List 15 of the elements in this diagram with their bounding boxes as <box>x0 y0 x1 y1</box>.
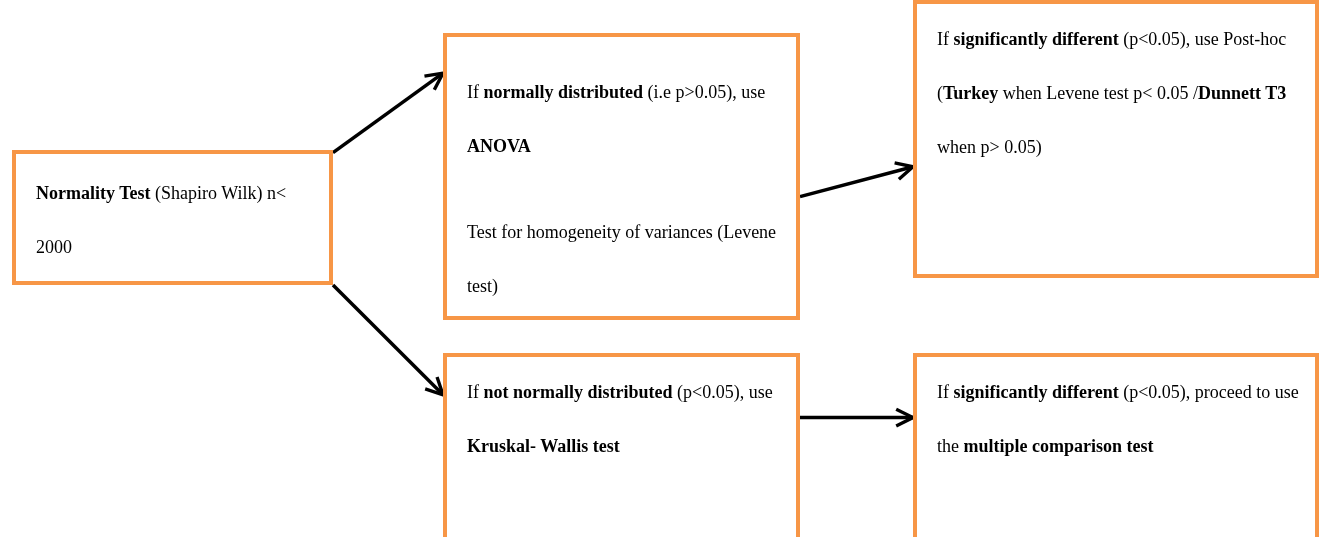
box-text: Normality Test (Shapiro Wilk) n< 2000 <box>36 182 288 259</box>
box-text: If significantly different (p<0.05), use Post-hoc (Turkey when Levene test p< 0.05 /Dunnett T3 when p> 0.05) <box>937 28 1288 159</box>
box-text: Test for homogeneity of variances (Levene test) <box>467 221 778 298</box>
process-box <box>913 0 1319 278</box>
box-text: If not normally distributed (p<0.05), use Kruskal- Wallis test <box>467 381 774 458</box>
arrow <box>800 407 915 428</box>
process-box <box>443 33 800 320</box>
box-text: If normally distributed (i.e p>0.05), use ANOVA <box>467 81 767 158</box>
process-box <box>12 150 333 285</box>
arrow <box>331 283 445 397</box>
box-text: If significantly different (p<0.05), proceed to use the multiple comparison test <box>937 381 1299 458</box>
arrow <box>331 71 445 155</box>
arrow <box>799 161 915 199</box>
process-box <box>443 353 800 537</box>
process-box <box>913 353 1319 537</box>
